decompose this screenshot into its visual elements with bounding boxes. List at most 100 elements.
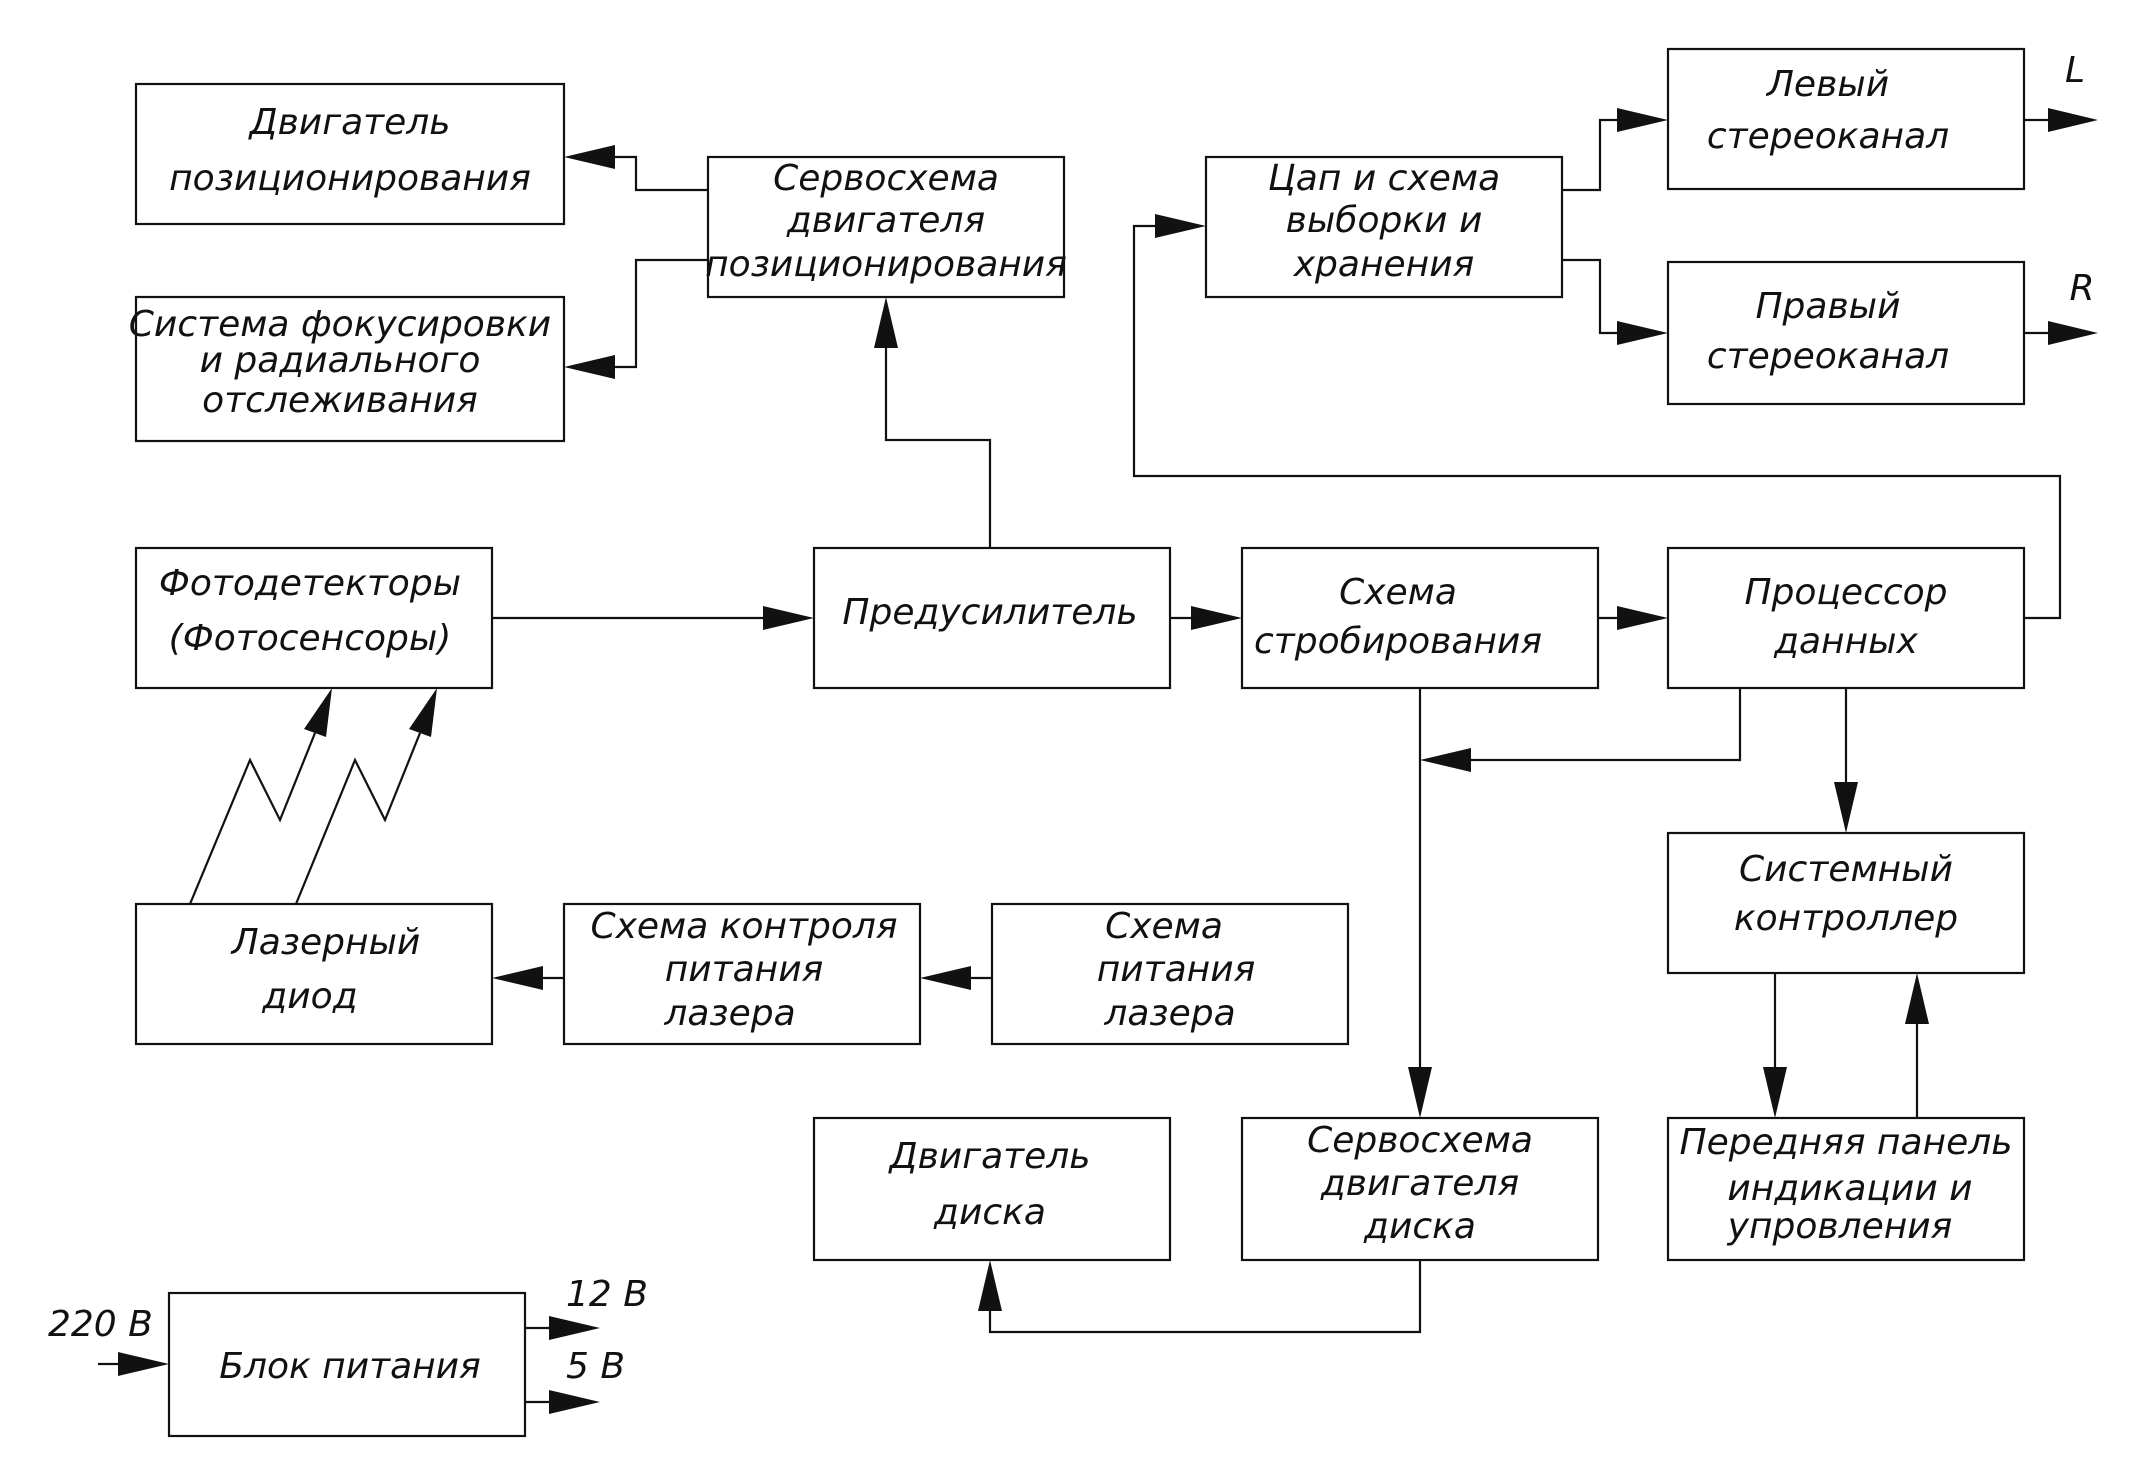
signal-label-right: R — [2069, 268, 2094, 309]
arrowhead — [118, 1352, 169, 1376]
block-label-line: Передняя панель — [1680, 1122, 2013, 1163]
arrowhead — [1420, 748, 1471, 772]
arrowhead — [1408, 1067, 1432, 1118]
block-label-line: двигателя — [786, 200, 985, 241]
arrowhead — [549, 1316, 600, 1340]
signal-label-5v: 5 В — [566, 1346, 625, 1387]
block-right-channel: Правый стереоканал — [1666, 260, 2026, 406]
light-beam-1 — [188, 732, 317, 905]
arrowhead — [920, 966, 971, 990]
block-disk-motor: Двигатель диска — [812, 1116, 1172, 1262]
wire-dac-to-right — [1562, 258, 1617, 335]
wire-preamp-to-servo — [884, 348, 992, 548]
block-label-line: Блок питания — [219, 1346, 480, 1387]
block-servo-positioning: Сервосхема двигателя позиционирования — [705, 155, 1067, 299]
block-label-line: Фотодетекторы — [159, 563, 461, 604]
arrowhead — [2048, 321, 2098, 345]
block-label-line: упровления — [1727, 1206, 1953, 1247]
block-photodetectors: Фотодетекторы (Фотосенсоры) — [134, 546, 494, 690]
block-label-line: Двигатель — [887, 1136, 1090, 1177]
block-label-line: позиционирования — [705, 244, 1067, 285]
block-label-line: данных — [1773, 621, 1918, 662]
block-label-line: диод — [261, 976, 357, 1017]
block-label-line: Схема — [1105, 906, 1223, 947]
signal-label-left: L — [2065, 50, 2085, 91]
block-label-line: Цап и схема — [1268, 158, 1500, 199]
block-label-line: Сервосхема — [773, 158, 999, 199]
block-label-line: стробирования — [1254, 621, 1542, 662]
signal-label-220v: 220 В — [48, 1304, 153, 1345]
block-label-line: лазера — [663, 993, 795, 1034]
arrowhead — [549, 1390, 600, 1414]
block-left-channel: Левый стереоканал — [1666, 47, 2026, 191]
block-label-line: Правый — [1755, 286, 1900, 327]
block-label-line: стереоканал — [1707, 336, 1949, 377]
block-label-line: Левый — [1765, 64, 1889, 105]
connections — [98, 108, 2098, 1414]
block-label-line: Схема — [1339, 572, 1457, 613]
block-label-line: Предусилитель — [842, 592, 1137, 633]
block-label-line: Системный — [1739, 849, 1953, 890]
wire-servo-to-motor — [615, 155, 708, 192]
block-focus-system: Система фокусировки и радиального отслеж… — [129, 295, 566, 443]
arrowhead — [409, 688, 437, 737]
block-label-line: диска — [1363, 1206, 1476, 1247]
block-label-line: лазера — [1103, 993, 1235, 1034]
arrowhead — [564, 355, 615, 379]
block-laser-power-supply: Схема питания лазера — [990, 902, 1350, 1046]
block-label-line: позиционирования — [169, 158, 531, 199]
wire-processor-to-junction — [1471, 688, 1742, 762]
block-label-line: выборки и — [1286, 200, 1483, 241]
block-power-supply: Блок питания — [167, 1291, 527, 1438]
arrowhead — [1834, 782, 1858, 833]
block-dac: Цап и схема выборки и хранения — [1204, 155, 1564, 299]
arrowhead — [874, 297, 898, 348]
block-label-line: и радиального — [200, 340, 481, 381]
block-strobe-circuit: Схема стробирования — [1240, 546, 1600, 690]
block-motor-positioning: Двигатель позиционирования — [134, 82, 566, 226]
arrowhead — [1617, 606, 1668, 630]
arrowhead — [978, 1260, 1002, 1311]
wire-servo-to-focus — [615, 258, 708, 369]
block-label-line: индикации и — [1727, 1168, 1972, 1209]
block-label-line: Двигатель — [247, 102, 450, 143]
block-disk-servo: Сервосхема двигателя диска — [1240, 1116, 1600, 1262]
arrowhead — [1905, 973, 1929, 1024]
block-laser-power-control: Схема контроля питания лазера — [562, 902, 922, 1046]
block-label-line: (Фотосенсоры) — [169, 618, 452, 659]
block-label-line: стереоканал — [1707, 116, 1949, 157]
block-label-line: контроллер — [1734, 898, 1958, 939]
block-label-line: Система фокусировки — [129, 304, 551, 345]
arrowhead — [492, 966, 543, 990]
block-label-line: двигателя — [1320, 1163, 1519, 1204]
block-label-line: Схема контроля — [590, 906, 897, 947]
wire-dac-to-left — [1562, 118, 1617, 192]
arrowhead — [1617, 321, 1668, 345]
wire-processor-to-dac — [1132, 224, 2062, 620]
arrowhead — [304, 688, 332, 737]
block-label-line: диска — [933, 1192, 1046, 1233]
block-data-processor: Процессор данных — [1666, 546, 2026, 690]
wire-disk-servo-to-motor — [988, 1260, 1422, 1334]
arrowhead — [2048, 108, 2098, 132]
block-preamplifier: Предусилитель — [812, 546, 1172, 690]
block-label-line: Сервосхема — [1307, 1120, 1533, 1161]
block-label-line: отслеживания — [202, 380, 478, 421]
block-front-panel: Передняя панель индикации и упровления — [1666, 1116, 2026, 1262]
block-label-line: хранения — [1293, 244, 1475, 285]
arrowhead — [1763, 1067, 1787, 1118]
block-system-controller: Системный контроллер — [1666, 831, 2026, 975]
block-label-line: Процессор — [1744, 572, 1947, 613]
block-label-line: питания — [665, 949, 824, 990]
block-label-line: Лазерный — [230, 922, 421, 963]
arrowhead — [1617, 108, 1668, 132]
signal-label-12v: 12 В — [566, 1274, 648, 1315]
arrowhead — [1155, 214, 1206, 238]
arrowhead — [763, 606, 814, 630]
block-label-line: питания — [1097, 949, 1256, 990]
block-laser-diode: Лазерный диод — [134, 902, 494, 1046]
arrowhead — [1191, 606, 1242, 630]
arrowhead — [564, 145, 615, 169]
light-beam-2 — [294, 732, 422, 905]
